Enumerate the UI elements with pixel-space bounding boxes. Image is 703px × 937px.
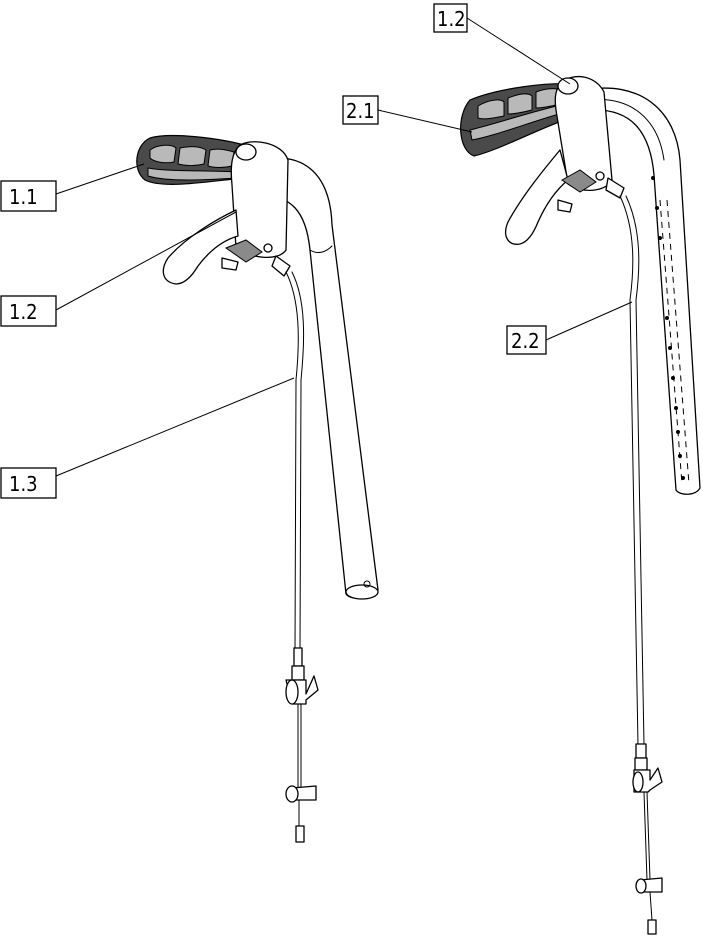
callout-1-3: 1.3 (0, 377, 295, 499)
right-tube-adjustment-holes (651, 176, 685, 480)
right-handle-assembly: 1.2 2.1 2.2 (342, 3, 701, 935)
callout-2-1: 2.1 (342, 95, 473, 133)
left-handle-assembly: 1.1 1.2 1.3 (0, 134, 379, 843)
left-grip (136, 134, 249, 185)
left-brake-cable (271, 255, 319, 843)
callout-2-2-label: 2.2 (511, 329, 540, 353)
callout-1-3-label: 1.3 (9, 472, 38, 496)
left-push-handle-tube (261, 157, 379, 600)
right-brake-lever (505, 75, 613, 245)
callout-1-2-right-label: 1.2 (437, 7, 466, 31)
right-brake-cable (605, 177, 663, 935)
right-grip (460, 83, 577, 157)
callout-1-1: 1.1 (0, 163, 145, 212)
callout-2-2: 2.2 (506, 301, 633, 355)
callout-1-1-label: 1.1 (9, 185, 38, 209)
callout-2-1-label: 2.1 (346, 99, 375, 123)
callout-1-2-right: 1.2 (433, 3, 571, 85)
left-brake-lever (162, 141, 289, 285)
callout-1-2-left: 1.2 (0, 211, 237, 327)
callout-1-2-left-label: 1.2 (9, 300, 38, 324)
